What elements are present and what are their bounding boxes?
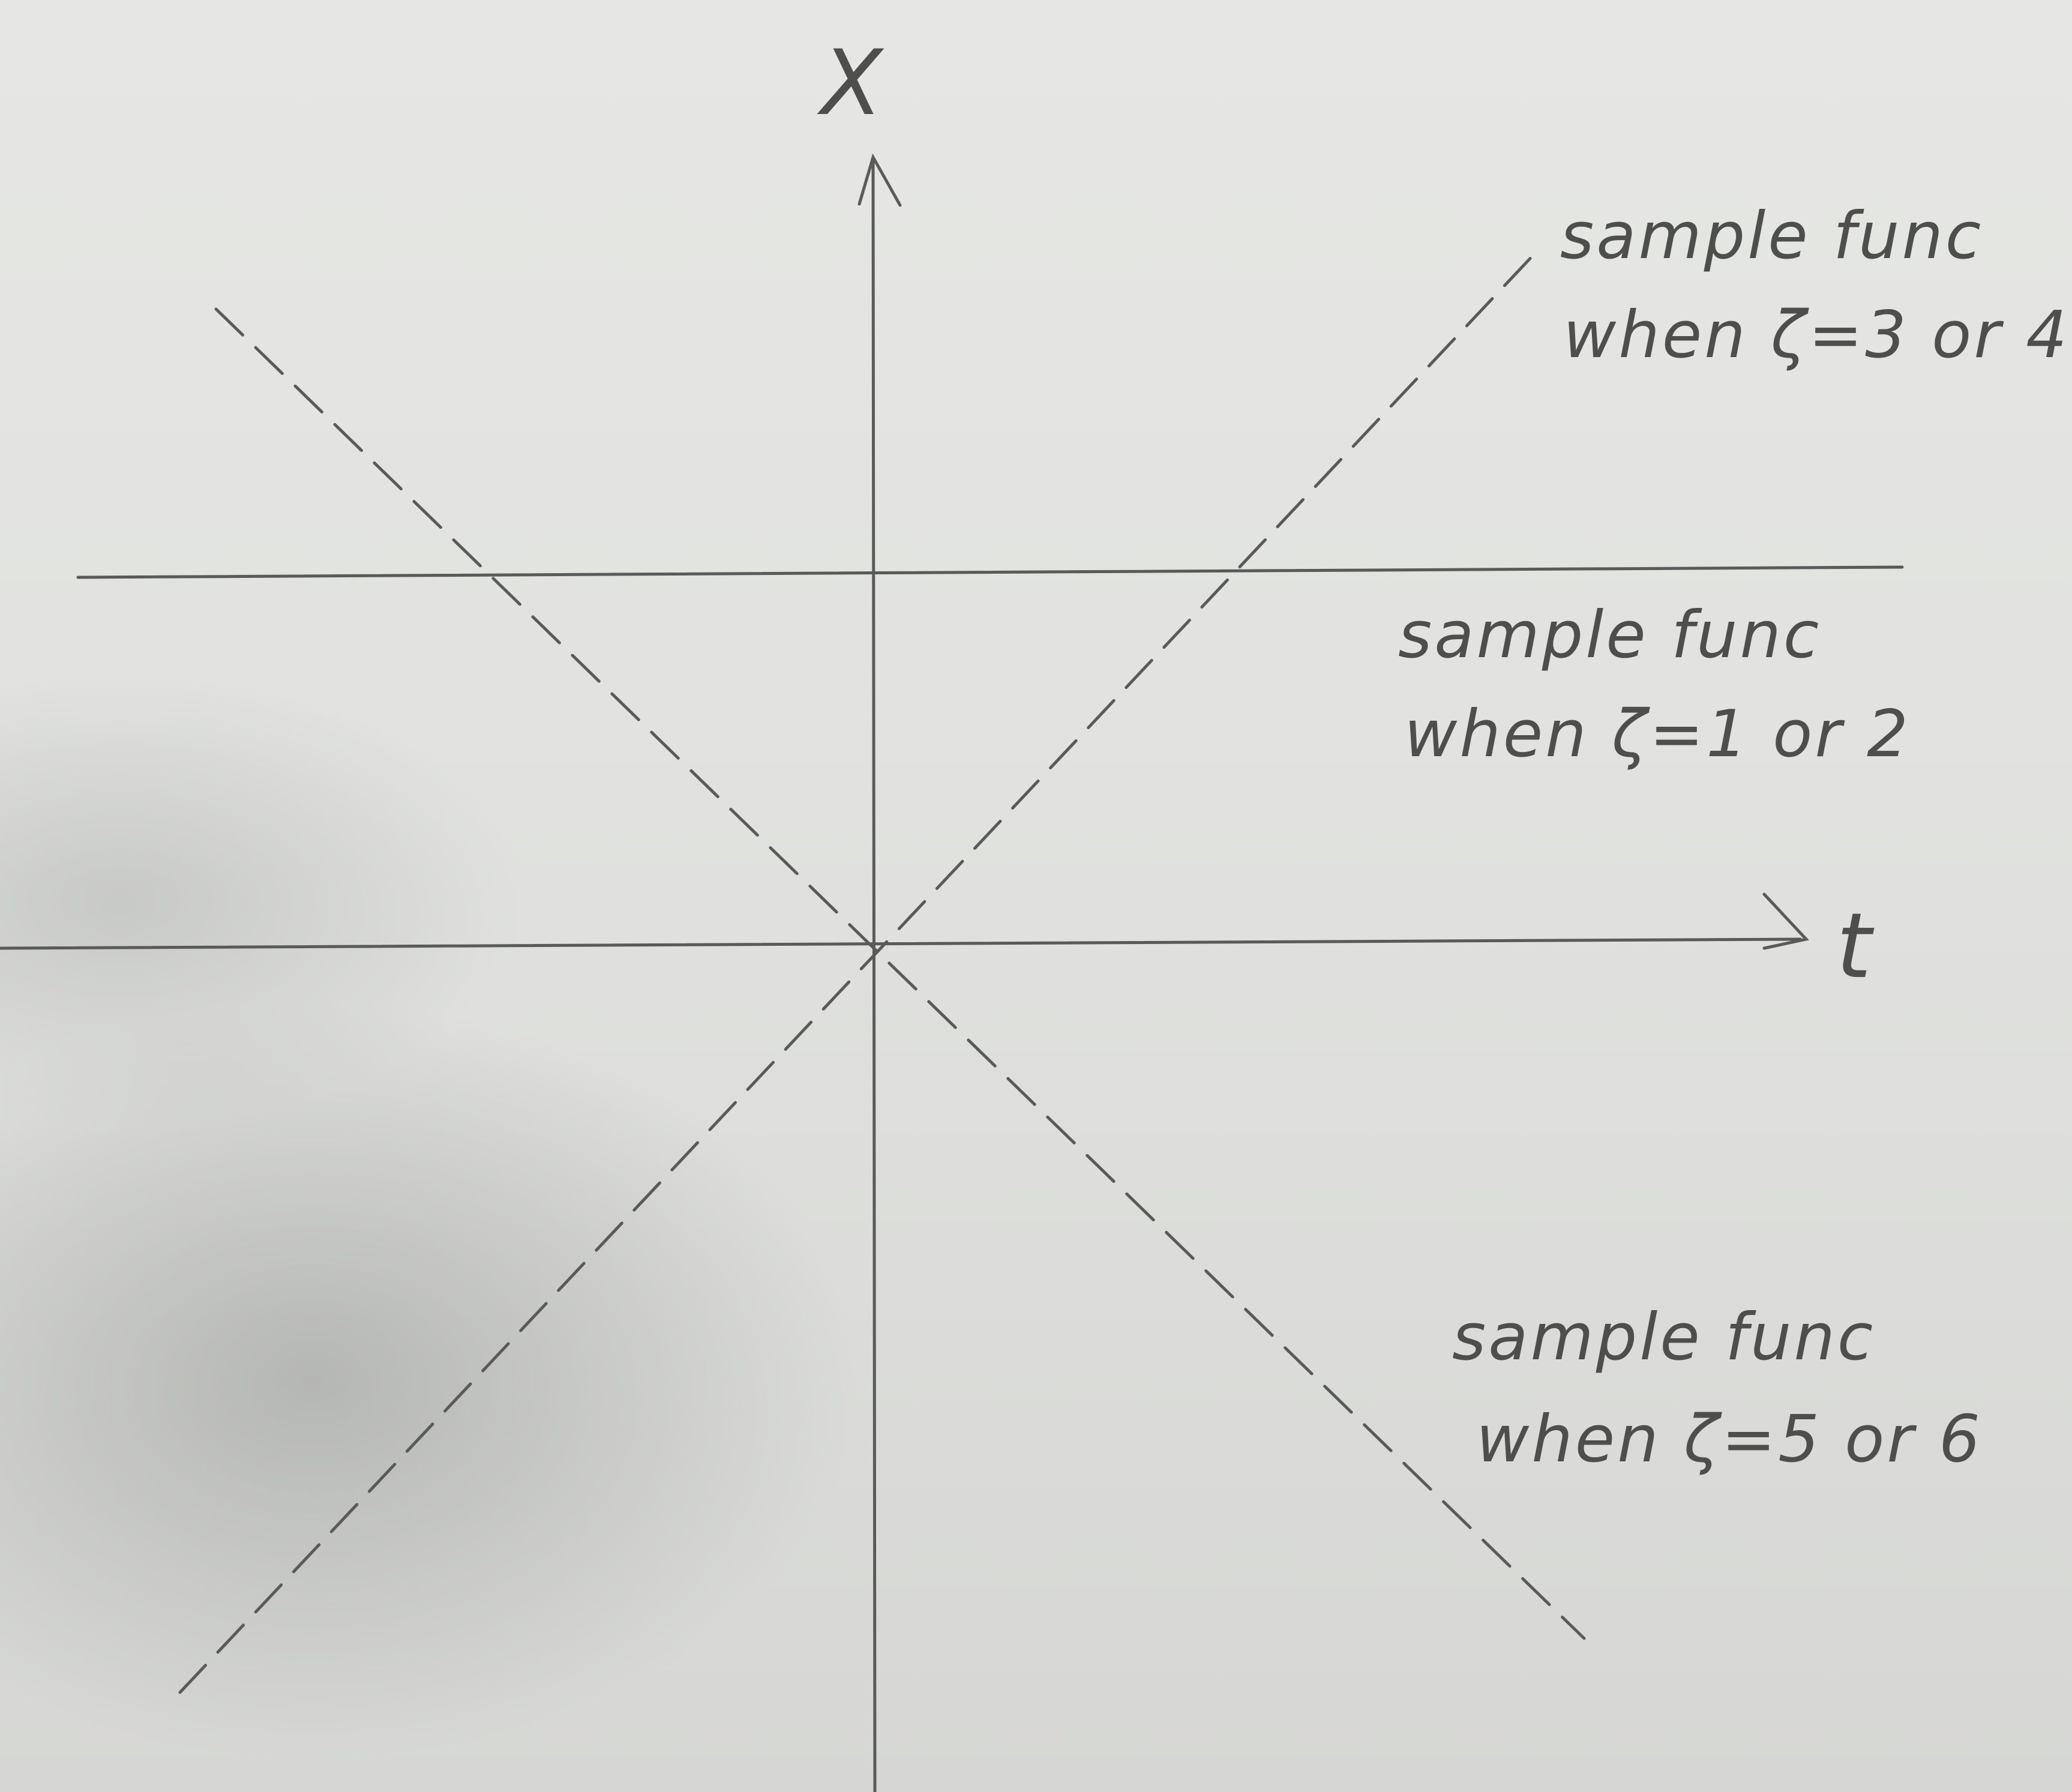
label-line: when ζ=5 or 6	[1476, 1402, 1983, 1477]
t-axis-label: t	[1836, 894, 1875, 999]
x-axis-label: X	[817, 31, 884, 136]
label-line: sample func	[1560, 199, 1983, 274]
label-line: sample func	[1398, 598, 1821, 673]
t-axis-arrowhead	[1762, 892, 1809, 950]
label-zeta-1-or-2: sample func when ζ=1 or 2	[1398, 598, 1911, 772]
label-line: sample func	[1452, 1300, 1875, 1375]
decreasing-sample-function-line	[214, 307, 1586, 1640]
label-line: when ζ=1 or 2	[1404, 697, 1911, 772]
label-line: when ζ=3 or 4	[1563, 298, 2070, 373]
constant-sample-function-line	[76, 565, 1904, 579]
t-axis-line	[0, 937, 1802, 950]
label-zeta-3-or-4: sample func when ζ=3 or 4	[1560, 199, 2070, 373]
increasing-sample-function-line	[178, 250, 1538, 1694]
x-axis-arrowhead	[857, 153, 902, 207]
x-axis-line	[871, 157, 877, 1792]
label-zeta-5-or-6: sample func when ζ=5 or 6	[1452, 1300, 1983, 1477]
